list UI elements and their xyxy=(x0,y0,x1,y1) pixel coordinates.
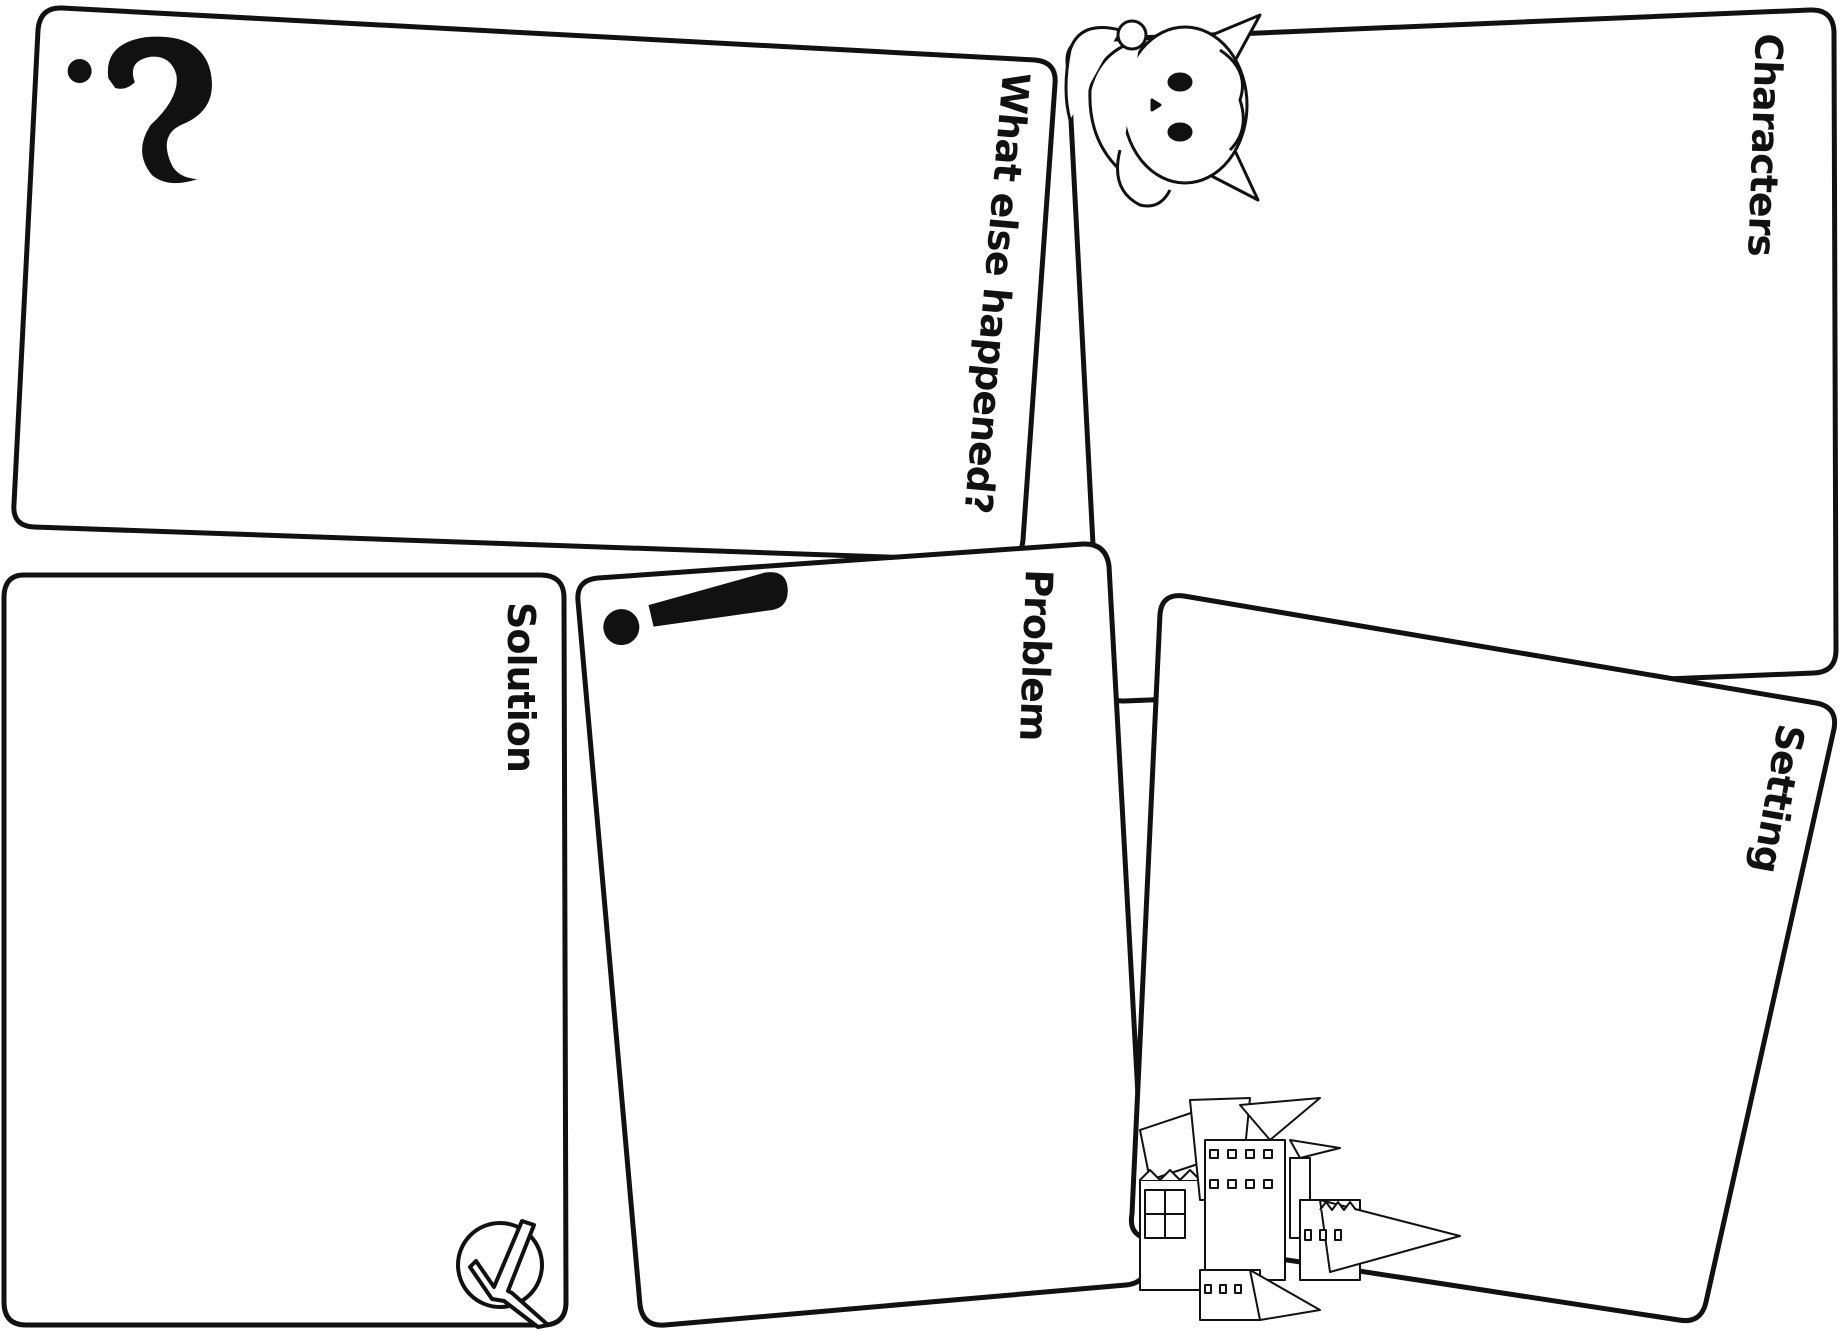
problem-panel-title: Problem xyxy=(1014,569,1058,742)
solution-panel xyxy=(4,575,566,1325)
problem-panel xyxy=(578,544,1147,1325)
solution-panel-title: Solution xyxy=(502,602,540,772)
characters-panel-title: Characters xyxy=(1742,33,1788,257)
what-else-panel xyxy=(14,8,1055,561)
